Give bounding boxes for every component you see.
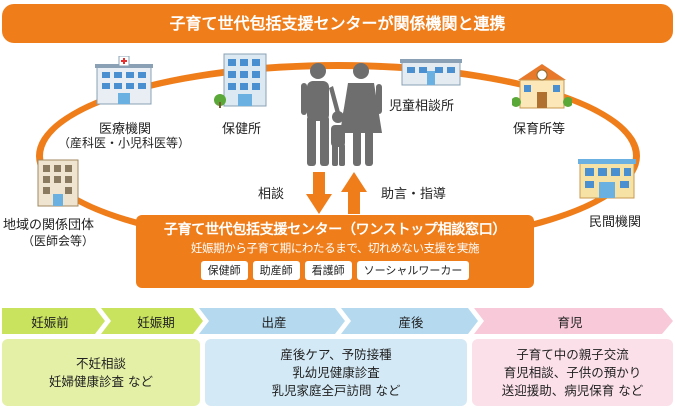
- detail-line: 送迎援助、病児保育 など: [501, 382, 644, 398]
- role-social-worker: ソーシャルワーカー: [356, 261, 470, 280]
- role-public-health-nurse: 保健師: [200, 261, 248, 280]
- phase-label-pregnancy: 妊娠期: [137, 315, 175, 330]
- consult-label: 相談: [258, 187, 285, 202]
- community-label: 地域の関係団体: [3, 218, 95, 233]
- phase-label-birth: 出産: [261, 315, 287, 330]
- detail-line: 育児相談、子供の預かり: [503, 364, 642, 380]
- advice-arrow-icon: [341, 172, 367, 214]
- detail-line: 乳幼児健康診査: [292, 364, 380, 380]
- role-midwife: 助産師: [252, 261, 300, 280]
- detail-line: 妊婦健康診査 など: [49, 373, 153, 389]
- phase-arrow-pregnancy: [101, 308, 203, 334]
- phase-arrow-row: [2, 308, 673, 334]
- detail-line: 産後ケア、予防接種: [280, 346, 392, 362]
- family-icon: [301, 63, 382, 166]
- phase-arrow-postpartum: [341, 308, 478, 334]
- health-center-label: 保健所: [222, 122, 262, 137]
- hospital-note: （産科医・小児科医等）: [58, 136, 191, 150]
- nursery-label: 保育所等: [513, 122, 566, 137]
- private-building-icon: [578, 159, 636, 199]
- phase-label-childcare: 育児: [557, 315, 583, 330]
- hospital-building-icon: [95, 56, 153, 105]
- support-center-box: 子育て世代包括支援センター（ワンストップ相談窓口） 妊娠期から子育て期にわたるま…: [136, 215, 534, 288]
- community-note: （医師会等）: [22, 234, 95, 248]
- child-consult-label: 児童相談所: [389, 99, 455, 114]
- nursery-building-icon: [512, 64, 572, 109]
- phase-label-pre-pregnancy: 妊娠前: [31, 315, 69, 330]
- phase-label-postpartum: 産後: [398, 315, 424, 330]
- support-center-subtitle: 妊娠期から子育て期にわたるまで、切れめない支援を実施: [190, 241, 480, 255]
- phase-arrow-childcare: [474, 308, 673, 334]
- community-building-icon: [37, 159, 79, 207]
- phase-arrow-pre-pregnancy: [2, 308, 105, 334]
- health-center-building-icon: [214, 53, 267, 108]
- detail-line: 乳児家庭全戸訪問 など: [271, 382, 401, 398]
- detail-line: 不妊相談: [75, 355, 126, 371]
- detail-box-pregnancy: 不妊相談 妊婦健康診査 など: [2, 339, 200, 406]
- hospital-label: 医療機関: [99, 122, 152, 137]
- advice-label: 助言・指導: [381, 187, 447, 202]
- phase-arrow-birth: [199, 308, 345, 334]
- top-banner: 子育て世代包括支援センターが関係機関と連携: [2, 4, 673, 43]
- detail-line: 子育て中の親子交流: [516, 346, 629, 362]
- detail-box-childcare: 子育て中の親子交流 育児相談、子供の預かり 送迎援助、病児保育 など: [472, 339, 673, 406]
- support-center-title: 子育て世代包括支援センター（ワンストップ相談窓口）: [163, 222, 507, 238]
- consult-arrow-icon: [306, 172, 332, 214]
- staff-roles: 保健師 助産師 看護師 ソーシャルワーカー: [136, 261, 534, 280]
- child-consult-building-icon: [400, 59, 462, 86]
- private-label: 民間機関: [589, 215, 642, 230]
- role-nurse: 看護師: [304, 261, 352, 280]
- detail-box-birth: 産後ケア、予防接種 乳幼児健康診査 乳児家庭全戸訪問 など: [205, 339, 467, 406]
